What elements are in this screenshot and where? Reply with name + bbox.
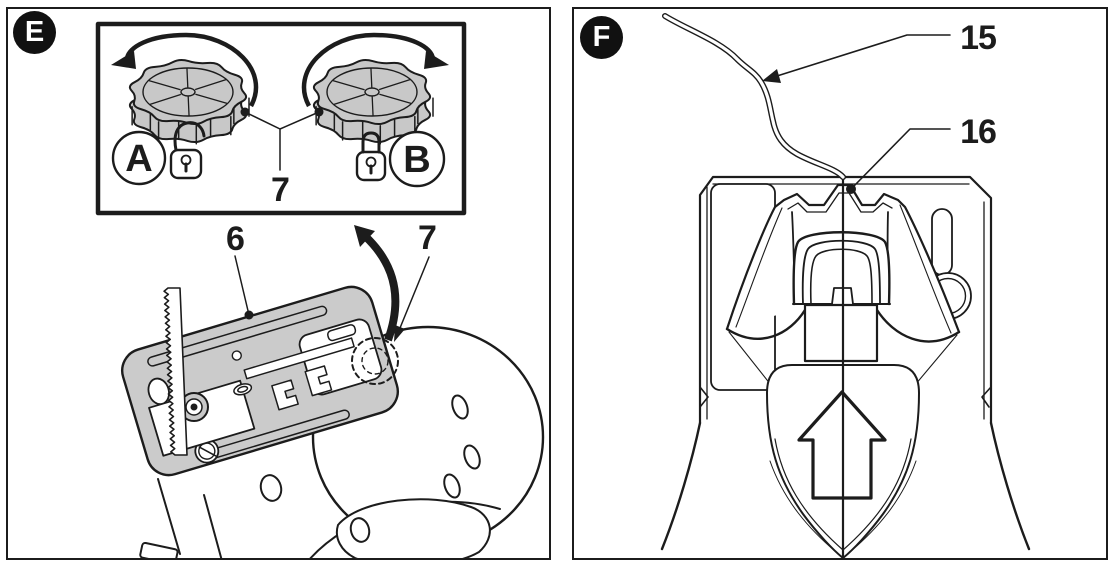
vent-slot bbox=[451, 394, 469, 420]
callout-16: 16 bbox=[960, 113, 997, 151]
handle-cutout bbox=[336, 498, 491, 558]
gear-housing-front bbox=[803, 303, 879, 363]
leader-line-7 bbox=[399, 256, 430, 329]
body-side-right bbox=[989, 421, 1031, 551]
locking-knob-right bbox=[312, 58, 434, 145]
panel-f-figure bbox=[660, 13, 1031, 558]
clamp-foot bbox=[139, 541, 179, 558]
anti-splinter-cover-plate bbox=[121, 285, 399, 477]
blade-clamp-mechanism bbox=[233, 324, 357, 411]
blade-bracket-lines bbox=[157, 478, 223, 558]
flip-up-arrow-icon bbox=[362, 233, 400, 342]
guide-roller-axle bbox=[190, 403, 198, 411]
vent-slot bbox=[463, 444, 481, 470]
hidden-knob-dashed-circle bbox=[351, 337, 399, 385]
body-hole bbox=[349, 517, 371, 543]
callout-15: 15 bbox=[960, 19, 997, 57]
panel-f-letter: F bbox=[592, 21, 611, 53]
panel-e-letter: E bbox=[24, 16, 45, 48]
rotate-cw-arrowhead bbox=[424, 51, 449, 69]
position-a-circle bbox=[111, 130, 167, 186]
position-b-circle bbox=[388, 130, 446, 188]
callout-7: 7 bbox=[418, 219, 437, 257]
panel-f: F 15 16 bbox=[572, 7, 1108, 560]
rotate-ccw-arrowhead bbox=[111, 51, 136, 69]
cutting-line-cord bbox=[662, 13, 846, 180]
callout-7-inset: 7 bbox=[271, 171, 290, 209]
panel-f-badge: F bbox=[580, 16, 623, 59]
inset-leader-dot bbox=[240, 107, 250, 117]
leader-line-6 bbox=[234, 255, 250, 316]
saw-blade bbox=[163, 287, 188, 456]
position-a-label: A bbox=[125, 138, 153, 180]
inset-leader-dot bbox=[314, 107, 324, 117]
flip-up-arrowhead bbox=[354, 225, 375, 247]
blade-slot-right bbox=[931, 208, 953, 276]
padlock-open-icon bbox=[169, 121, 206, 180]
shoulder-curve-right bbox=[875, 308, 961, 343]
plate-pin-hole bbox=[231, 350, 242, 361]
shoulder-curve-left bbox=[725, 308, 807, 340]
screw-slot bbox=[198, 446, 217, 457]
body-side-left bbox=[660, 421, 702, 551]
leader-dot-16 bbox=[846, 184, 856, 194]
position-b-label: B bbox=[403, 139, 431, 181]
leader-arrowhead-15 bbox=[762, 69, 781, 83]
locking-knob-left bbox=[128, 58, 250, 145]
blade-guide-omega bbox=[792, 231, 891, 306]
leader-line-16 bbox=[853, 128, 951, 187]
panel-e-figure bbox=[95, 21, 545, 558]
rotate-cw-arrow-icon bbox=[301, 32, 436, 108]
plate-groove bbox=[147, 305, 328, 367]
wing-parallel-lines bbox=[735, 204, 952, 334]
inset-leader-lines bbox=[244, 111, 320, 171]
nose-outer-curve bbox=[769, 460, 917, 553]
body-hole bbox=[259, 474, 283, 502]
padlock-closed-icon bbox=[355, 131, 387, 182]
cutting-line-cord-core bbox=[663, 14, 845, 179]
panel-e: E A B 7 6 7 bbox=[6, 7, 551, 560]
leader-arrowhead-7 bbox=[394, 325, 405, 342]
panel-seam-lines bbox=[728, 331, 958, 386]
leader-line-15 bbox=[776, 34, 951, 77]
rotate-ccw-arrow-icon bbox=[124, 32, 259, 108]
hidden-knob-dashed-inner bbox=[361, 347, 389, 375]
plate-edge-notch bbox=[699, 386, 992, 408]
panel-e-badge: E bbox=[13, 11, 56, 54]
vent-slot bbox=[443, 473, 461, 499]
callout-6: 6 bbox=[226, 220, 245, 258]
leader-dot-6 bbox=[244, 310, 254, 320]
